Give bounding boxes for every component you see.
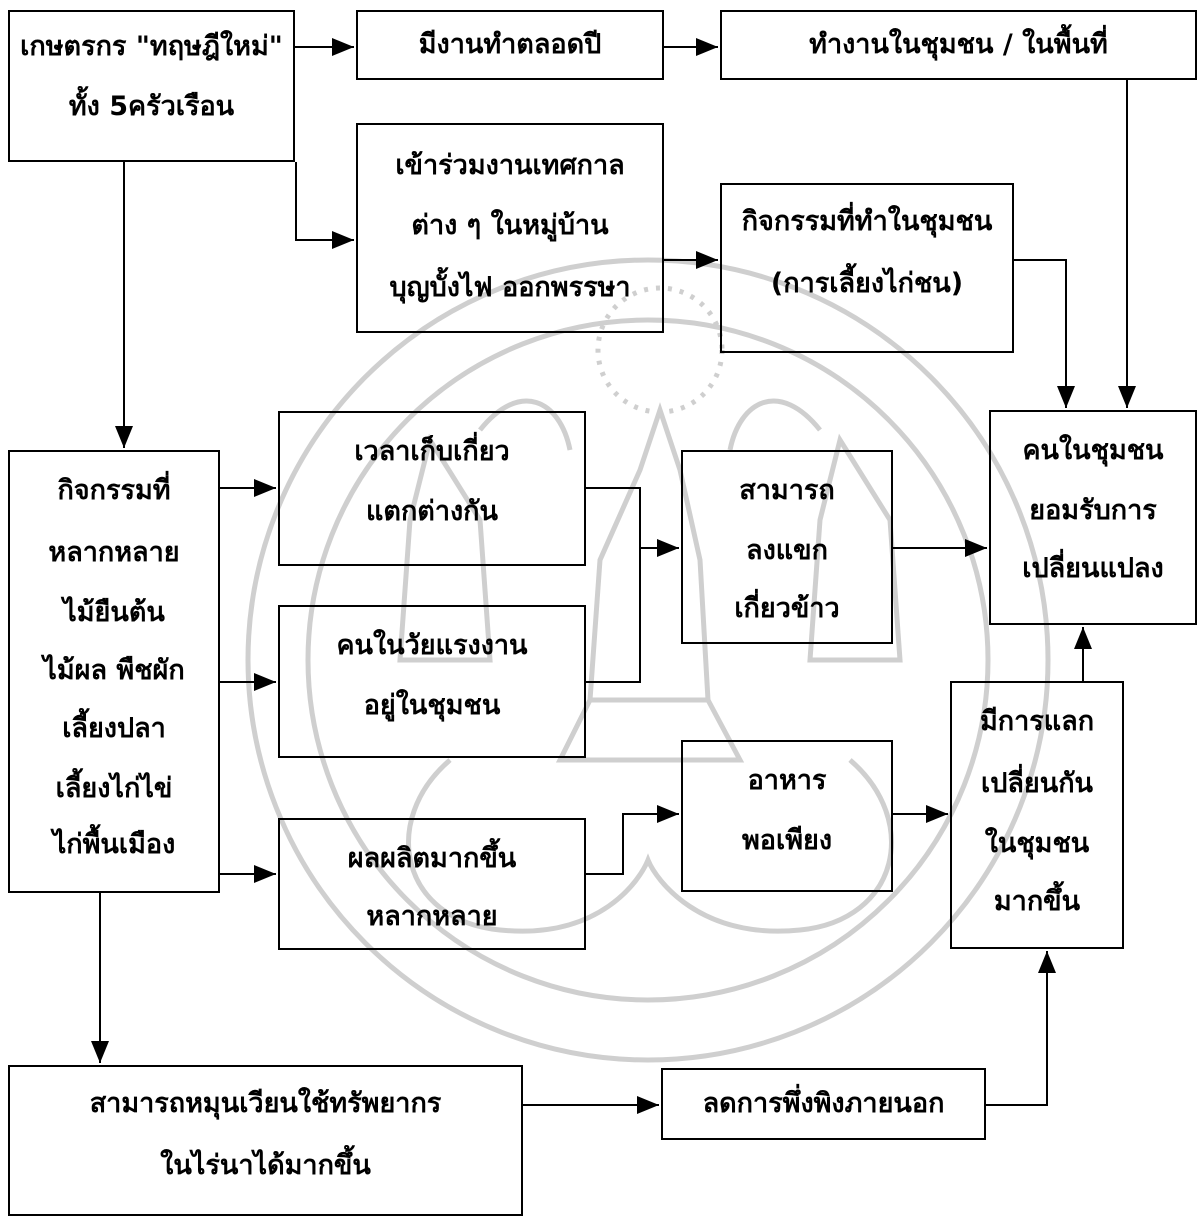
node-line: ลงแขก [746, 535, 828, 566]
node-line: เวลาเก็บเกี่ยว [354, 436, 510, 467]
arrow-community-activity-to-accept [1014, 259, 1075, 408]
node-line: เปลี่ยนกัน [981, 768, 1093, 799]
node-line: กิจกรรมที่ทำในชุมชน [741, 206, 993, 237]
arrow-more-exchange-to-accept [1074, 627, 1092, 681]
node-line: สามารถ [739, 475, 835, 506]
node-work-in-community: ทำงานในชุมชน / ในพื้นที่ [720, 10, 1197, 80]
arrow-diverse-to-working-age [220, 673, 276, 691]
arrowhead [1074, 627, 1092, 649]
node-line: ยอมรับการ [1029, 495, 1157, 526]
node-line: ผลผลิตมากขึ้น [347, 843, 517, 874]
arrowhead [696, 38, 718, 56]
arrow-diverse-to-harvest-time [220, 479, 276, 497]
arrow-year-round-to-work-in-community [664, 38, 718, 56]
node-line: เลี้ยงไก่ไข่ [55, 773, 173, 804]
node-line: เกี่ยวข้าว [734, 593, 840, 624]
node-line: อยู่ในชุมชน [363, 690, 501, 721]
node-line: กิจกรรมที่ [57, 475, 171, 506]
node-line: ลดการพึ่งพิงภายนอก [702, 1088, 945, 1119]
arrow-work-in-community-to-accept [1118, 80, 1136, 408]
node-line: ไม้ยืนต้น [63, 597, 165, 628]
arrowhead [115, 426, 133, 448]
node-line: มีการแลก [979, 706, 1095, 737]
node-harvest-time: เวลาเก็บเกี่ยว แตกต่างกัน [278, 411, 586, 566]
node-year-round-work: มีงานทำตลอดปี [356, 10, 664, 80]
arrowhead [926, 805, 948, 823]
arrow-harvest-time-to-labor-exchange [586, 487, 679, 557]
node-line: มีงานทำตลอดปี [418, 29, 602, 60]
node-diverse-activities: กิจกรรมที่ หลากหลาย ไม้ยืนต้น ไม้ผล พืชผ… [8, 450, 220, 893]
line-working-age-to-labor-exchange [586, 548, 641, 683]
arrowhead [657, 539, 679, 557]
node-line: ทั้ง 5ครัวเรือน [68, 91, 235, 122]
arrow-diverse-to-recycle-resources [91, 893, 109, 1063]
node-community-accept: คนในชุมชน ยอมรับการ เปลี่ยนแปลง [989, 410, 1197, 625]
arrowhead [332, 38, 354, 56]
arrowhead [91, 1041, 109, 1063]
node-line: ไม้ผล พืชผัก [43, 655, 185, 686]
node-line: บุญบั้งไฟ ออกพรรษา [389, 272, 631, 303]
arrowhead [696, 251, 718, 269]
arrowhead [1057, 386, 1075, 408]
node-line: เกษตรกร "ทฤษฎีใหม่" [20, 31, 283, 62]
node-line: ในชุมชน [984, 828, 1090, 859]
arrowhead [657, 805, 679, 823]
node-recycle-resources: สามารถหมุนเวียนใช้ทรัพยากร ในไร่นาได้มาก… [8, 1065, 523, 1216]
node-line: ไก่พื้นเมือง [52, 829, 176, 860]
arrow-enough-food-to-more-exchange [893, 805, 948, 823]
node-line: อาหาร [747, 765, 827, 796]
arrow-diverse-to-more-produce [220, 865, 276, 883]
node-line: มากขึ้น [993, 886, 1081, 917]
node-working-age: คนในวัยแรงงาน อยู่ในชุมชน [278, 605, 586, 758]
node-line: สามารถหมุนเวียนใช้ทรัพยากร [89, 1088, 442, 1119]
arrowhead [1038, 951, 1056, 973]
node-line: เข้าร่วมงานเทศกาล [395, 150, 625, 181]
node-line: หลากหลาย [48, 537, 180, 568]
arrow-farmers-to-year-round-work [295, 38, 354, 56]
arrowhead [254, 479, 276, 497]
node-line: แตกต่างกัน [366, 496, 498, 527]
node-farmers: เกษตรกร "ทฤษฎีใหม่" ทั้ง 5ครัวเรือน [8, 10, 295, 162]
node-line: คนในชุมชน [1022, 435, 1164, 466]
node-line: คนในวัยแรงงาน [336, 630, 528, 661]
arrowhead [332, 231, 354, 249]
node-more-produce: ผลผลิตมากขึ้น หลากหลาย [278, 818, 586, 950]
arrowhead [254, 673, 276, 691]
node-less-dependence: ลดการพึ่งพิงภายนอก [661, 1068, 986, 1140]
node-line: หลากหลาย [366, 901, 498, 932]
node-line: ทำงานในชุมชน / ในพื้นที่ [809, 29, 1108, 60]
node-community-activity: กิจกรรมที่ทำในชุมชน (การเลี้ยงไก่ชน) [720, 183, 1014, 353]
node-enough-food: อาหาร พอเพียง [681, 740, 893, 892]
arrow-recycle-to-less-dependence [523, 1096, 659, 1114]
arrow-less-dependence-to-more-exchange [986, 951, 1056, 1106]
arrowhead [965, 539, 987, 557]
node-more-exchange: มีการแลก เปลี่ยนกัน ในชุมชน มากขึ้น [950, 681, 1124, 949]
node-labor-exchange: สามารถ ลงแขก เกี่ยวข้าว [681, 450, 893, 644]
node-festivals: เข้าร่วมงานเทศกาล ต่าง ๆ ในหมู่บ้าน บุญบ… [356, 123, 664, 333]
arrowhead [637, 1096, 659, 1114]
arrow-farmers-to-diverse-activities [115, 162, 133, 448]
node-line: (การเลี้ยงไก่ชน) [770, 268, 964, 299]
node-line: ในไร่นาได้มากขึ้น [160, 1150, 371, 1181]
arrowhead [254, 865, 276, 883]
arrow-more-produce-to-enough-food [586, 805, 679, 875]
arrow-labor-exchange-to-accept [893, 539, 987, 557]
node-line: พอเพียง [741, 825, 833, 856]
arrowhead [1118, 386, 1136, 408]
node-line: ต่าง ๆ ในหมู่บ้าน [411, 210, 609, 241]
node-line: เปลี่ยนแปลง [1022, 553, 1164, 584]
arrow-festivals-to-community-activity [664, 251, 718, 269]
node-line: เลี้ยงปลา [62, 713, 166, 744]
arrow-farmers-to-festivals [295, 162, 354, 249]
